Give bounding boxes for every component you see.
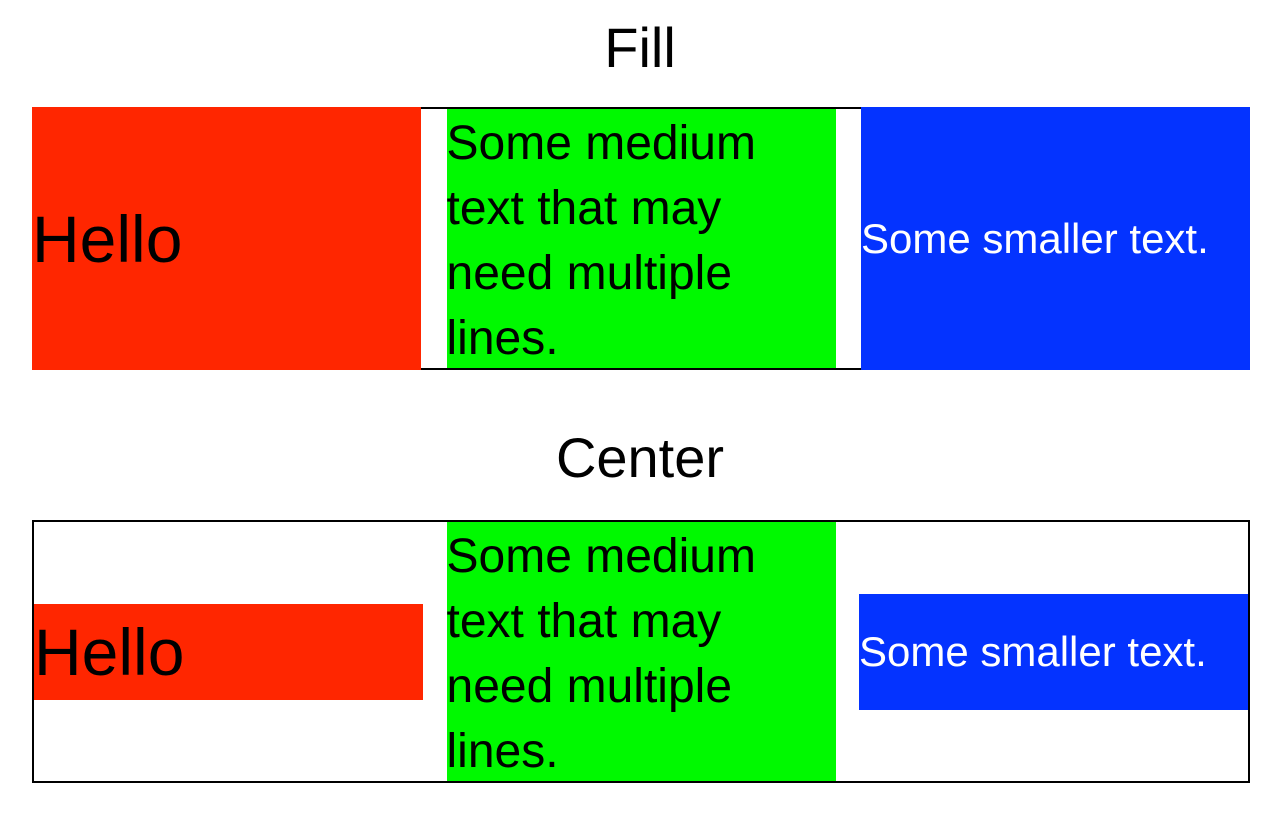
center-blue-box: Some smaller text.	[859, 593, 1248, 710]
fill-red-label: Hello	[32, 201, 183, 276]
center-section-title: Center	[555, 426, 725, 489]
center-red-label: Hello	[34, 614, 185, 689]
center-blue-label: Some smaller text.	[859, 628, 1207, 675]
center-red-box: Hello	[34, 603, 423, 700]
fill-section-title: Fill	[604, 16, 676, 79]
center-green-box: Some medium text that may need multiple …	[446, 522, 836, 781]
fill-stack-view: Hello Some medium text that may need mul…	[32, 107, 1250, 370]
fill-blue-label: Some smaller text.	[861, 215, 1209, 262]
fill-red-box: Hello	[32, 107, 421, 370]
center-green-label: Some medium text that may need multiple …	[446, 530, 756, 778]
fill-green-box: Some medium text that may need multiple …	[446, 109, 836, 368]
center-stack-view: Hello Some medium text that may need mul…	[32, 520, 1250, 783]
fill-blue-box: Some smaller text.	[861, 107, 1250, 370]
fill-green-label: Some medium text that may need multiple …	[446, 117, 756, 365]
